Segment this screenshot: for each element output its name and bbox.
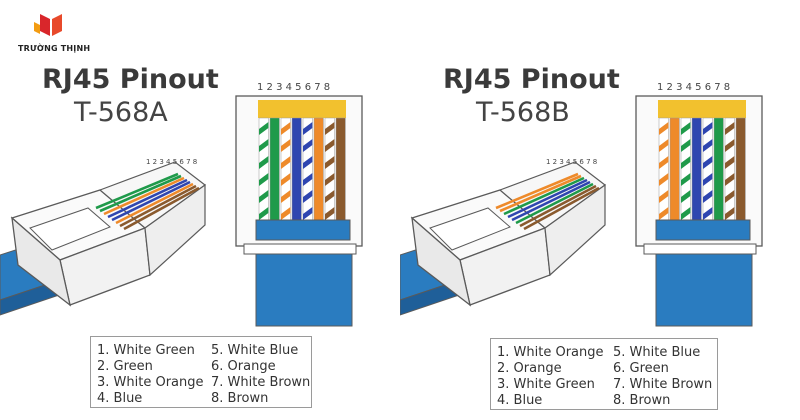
legend-item: 6. Orange xyxy=(211,359,276,374)
wire-stripe xyxy=(303,139,313,152)
wire-stripe xyxy=(259,156,269,169)
legend-item: 8. Brown xyxy=(613,393,671,408)
wire-stripe xyxy=(725,190,735,203)
legend-item: 4. Blue xyxy=(497,393,543,408)
pinout-title-b: RJ45 Pinout xyxy=(443,64,620,95)
wire-stripe xyxy=(325,122,335,135)
rj45-diagram-a: 1 2 3 4 5 6 7 8 1 2 3 4 5 6 7 8 xyxy=(0,82,363,327)
wire-stripe xyxy=(681,122,691,135)
wire-stripe xyxy=(281,139,291,152)
wire-stripe xyxy=(703,156,713,169)
wire-stripe xyxy=(325,173,335,186)
wire-stripe xyxy=(681,139,691,152)
wire-stripe xyxy=(303,207,313,220)
plug-wires-a xyxy=(95,172,200,231)
wire-stripe xyxy=(259,139,269,152)
wire-stripe xyxy=(303,156,313,169)
legend-item: 2. Orange xyxy=(497,361,562,376)
wire-stripe xyxy=(725,139,735,152)
wire-stripe xyxy=(681,190,691,203)
wire-stripe xyxy=(259,190,269,203)
pinout-standard-b: T-568B xyxy=(476,97,570,128)
connector-wires-b xyxy=(658,117,746,221)
wire-pin-8 xyxy=(335,117,346,221)
wire-stripe xyxy=(703,122,713,135)
wire-stripe xyxy=(659,207,669,220)
legend-item: 7. White Brown xyxy=(211,375,311,390)
wire-pin-8 xyxy=(735,117,746,221)
brand-mark-icon xyxy=(34,14,62,36)
wire-stripe xyxy=(259,207,269,220)
legend-a: 1. White Green 2. Green 3. White Orange … xyxy=(90,336,312,408)
brand-logo: TRƯỜNG THỊNH xyxy=(18,8,108,58)
wire-stripe xyxy=(659,156,669,169)
wire-stripe xyxy=(303,122,313,135)
wire-stripe xyxy=(703,139,713,152)
wire-stripe xyxy=(681,156,691,169)
wire-stripe xyxy=(703,173,713,186)
wire-pin-2 xyxy=(269,117,280,221)
wire-stripe xyxy=(725,156,735,169)
legend-item: 4. Blue xyxy=(97,391,143,406)
wire-pin-4 xyxy=(691,117,702,221)
cable-jacket-a xyxy=(255,253,353,327)
legend-item: 3. White Green xyxy=(497,377,595,392)
wire-stripe xyxy=(281,156,291,169)
wire-pin-4 xyxy=(291,117,302,221)
brand-name: TRƯỜNG THỊNH xyxy=(18,44,91,53)
pinout-standard-a: T-568A xyxy=(74,97,168,128)
plug-pin-numbers-b: 1 2 3 4 5 6 7 8 xyxy=(546,158,597,166)
legend-item: 5. White Blue xyxy=(613,345,701,360)
gold-contacts-b xyxy=(658,100,746,118)
wire-pin-6 xyxy=(713,117,724,221)
legend-item: 2. Green xyxy=(97,359,153,374)
cable-jacket-b xyxy=(655,253,753,327)
legend-item: 3. White Orange xyxy=(97,375,204,390)
wire-stripe xyxy=(703,207,713,220)
legend-item: 5. White Blue xyxy=(211,343,299,358)
wire-stripe xyxy=(659,139,669,152)
legend-item: 6. Green xyxy=(613,361,669,376)
wire-pin-2 xyxy=(669,117,680,221)
connector-wires-a xyxy=(258,117,346,221)
legend-item: 1. White Orange xyxy=(497,345,604,360)
pinout-title-a: RJ45 Pinout xyxy=(42,64,219,95)
wire-stripe xyxy=(325,190,335,203)
wire-stripe xyxy=(303,173,313,186)
pin-numbers-b: 1 2 3 4 5 6 7 8 xyxy=(657,82,730,93)
wire-stripe xyxy=(281,122,291,135)
wire-stripe xyxy=(259,122,269,135)
wire-stripe xyxy=(659,173,669,186)
legend-item: 7. White Brown xyxy=(613,377,713,392)
rj45-diagram-b: 1 2 3 4 5 6 7 8 1 2 3 4 5 6 7 8 xyxy=(400,82,763,327)
wire-stripe xyxy=(681,207,691,220)
wire-stripe xyxy=(703,190,713,203)
plug-pin-numbers-a: 1 2 3 4 5 6 7 8 xyxy=(146,158,197,166)
wire-stripe xyxy=(303,190,313,203)
wire-stripe xyxy=(659,122,669,135)
wire-stripe xyxy=(659,190,669,203)
wire-stripe xyxy=(681,173,691,186)
wire-pin-6 xyxy=(313,117,324,221)
wire-stripe xyxy=(325,156,335,169)
wire-stripe xyxy=(281,207,291,220)
wire-stripe xyxy=(259,173,269,186)
plug-wires-b xyxy=(495,172,600,231)
wire-stripe xyxy=(281,173,291,186)
legend-b: 1. White Orange 2. Orange 3. White Green… xyxy=(490,338,718,410)
wire-stripe xyxy=(725,173,735,186)
legend-item: 1. White Green xyxy=(97,343,195,358)
pin-numbers-a: 1 2 3 4 5 6 7 8 xyxy=(257,82,330,93)
wire-stripe xyxy=(325,207,335,220)
wire-stripe xyxy=(725,122,735,135)
wire-stripe xyxy=(725,207,735,220)
wire-stripe xyxy=(325,139,335,152)
wire-stripe xyxy=(281,190,291,203)
legend-item: 8. Brown xyxy=(211,391,269,406)
gold-contacts-a xyxy=(258,100,346,118)
